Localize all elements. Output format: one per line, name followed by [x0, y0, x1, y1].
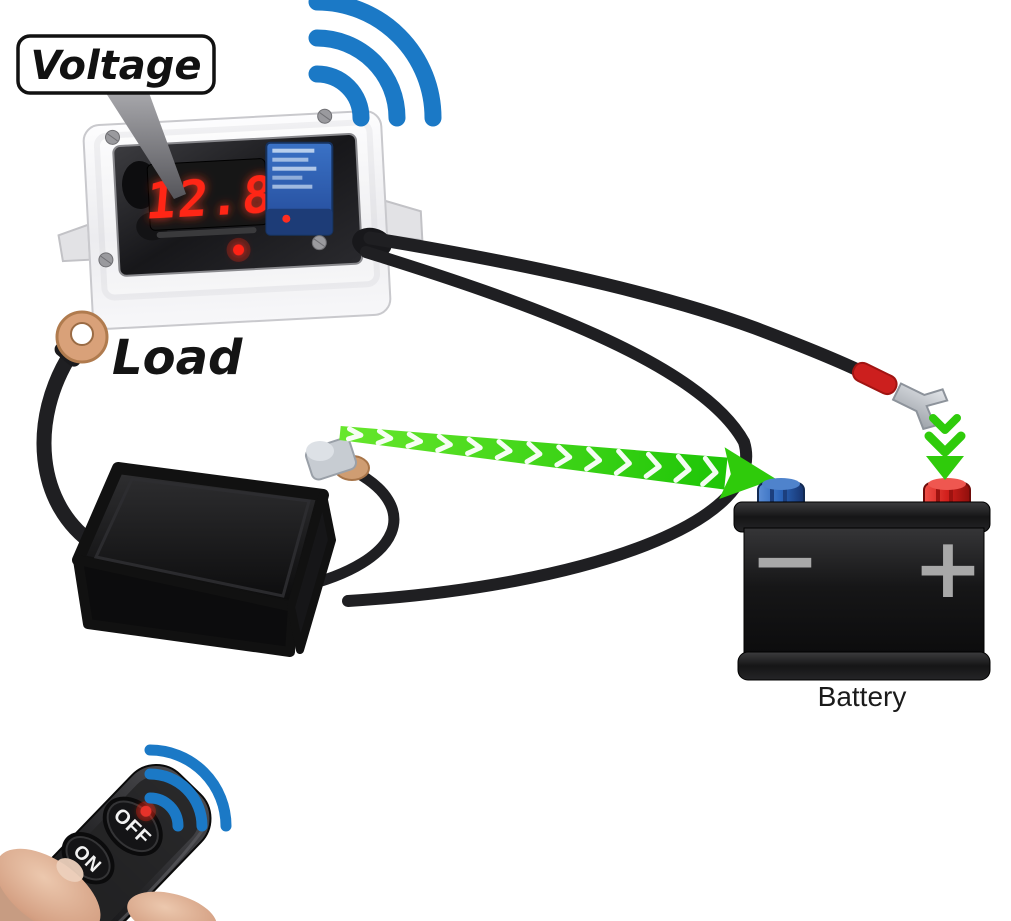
down-arrow-icon [924, 414, 966, 480]
cable-to-switch [342, 246, 752, 607]
thumb-nail [56, 858, 84, 882]
status-led-icon [226, 237, 251, 262]
wifi-arc-inner [308, 65, 370, 127]
wifi-signal-icon [308, 0, 442, 127]
hand-thumb [0, 848, 101, 921]
battery: − + [733, 478, 991, 681]
screw-icon [98, 108, 333, 268]
remote-control: OFF ON [0, 764, 212, 921]
cable-switch-to-load [36, 344, 103, 553]
wifi-arc-inner [144, 792, 184, 832]
remote-led-icon [135, 801, 156, 822]
battery-positive-symbol: + [913, 519, 983, 617]
voltage-callout-label: Voltage [30, 43, 201, 89]
wifi-arc-middle [308, 29, 406, 127]
flow-arrow-head [719, 447, 776, 499]
battery-label: Battery [818, 681, 907, 712]
relay-led-icon [282, 214, 291, 223]
voltage-monitor-box: 12.8 [57, 108, 424, 330]
wifi-arc-middle [144, 768, 208, 832]
bolt-terminal [305, 437, 370, 481]
hand [0, 848, 217, 921]
battery-body [743, 527, 985, 661]
hand-finger [127, 891, 217, 921]
wifi-arc-outer [144, 744, 232, 832]
load-ring-terminal [54, 310, 109, 367]
mounting-tab-left [57, 223, 91, 263]
wifi-arc-outer [308, 0, 442, 127]
battery-bottom-band [737, 651, 991, 681]
voltage-callout: Voltage [16, 34, 216, 95]
cable-to-battery [363, 231, 883, 386]
cable-switch-to-bolt [294, 464, 400, 593]
load-label: Load [112, 330, 243, 386]
callout-pointer [104, 90, 186, 199]
flow-arrow-icon [339, 426, 776, 499]
relay-module [265, 141, 334, 236]
wifi-signal-icon [144, 744, 232, 832]
disconnect-switch-box [72, 462, 336, 657]
battery-negative-symbol: − [750, 511, 820, 609]
